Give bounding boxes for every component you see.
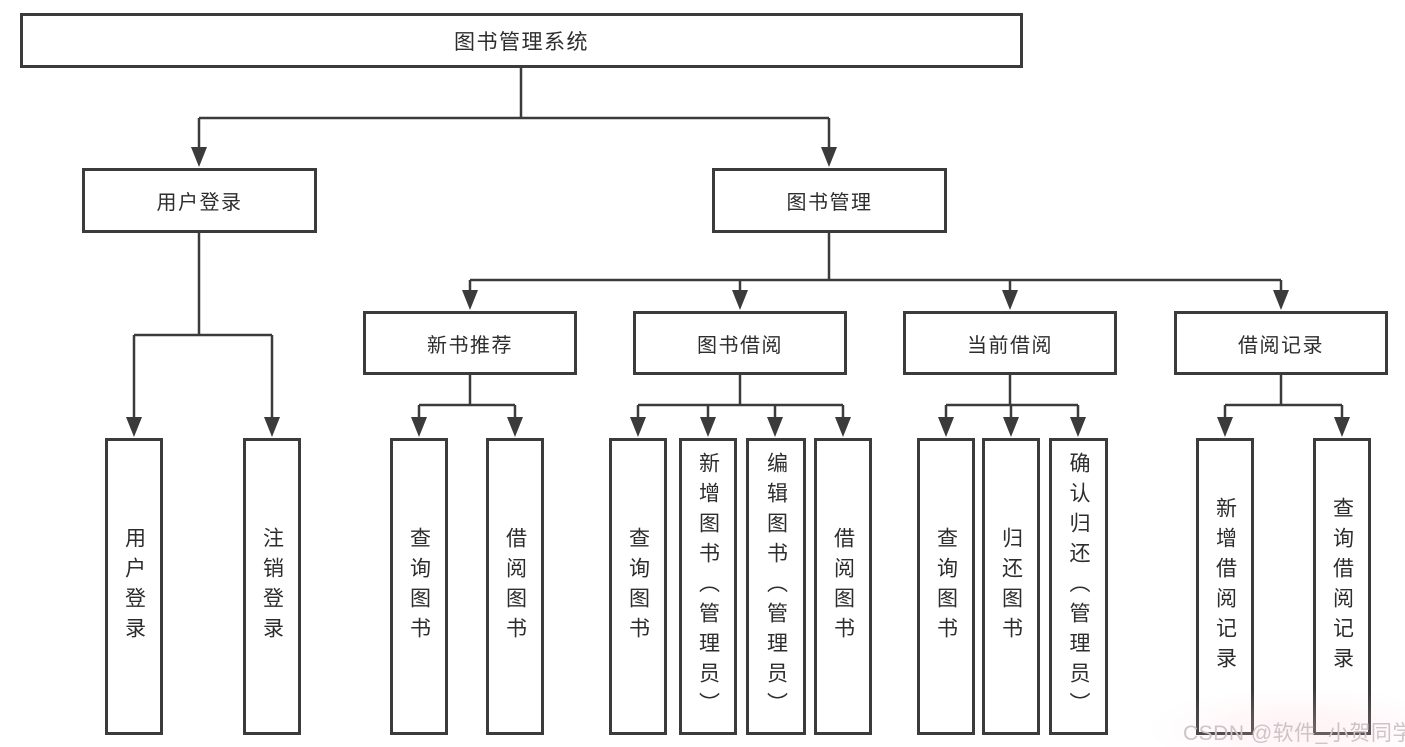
leaf-return-books: 归还图书 — [982, 438, 1040, 735]
leaf-add-borrow-record: 新增借阅记录 — [1196, 438, 1254, 735]
leaf-query-books-current: 查询图书 — [917, 438, 975, 735]
node-borrow-records: 借阅记录 — [1174, 311, 1388, 375]
node-new-book-recommend: 新书推荐 — [363, 311, 577, 375]
leaf-borrow-books: 借阅图书 — [814, 438, 872, 735]
leaf-query-borrow-record: 查询借阅记录 — [1313, 438, 1371, 735]
leaf-query-books-recommend: 查询图书 — [390, 438, 448, 735]
node-book-borrow: 图书借阅 — [633, 311, 847, 375]
leaf-borrow-books-recommend: 借阅图书 — [486, 438, 544, 735]
node-current-borrow: 当前借阅 — [903, 311, 1117, 375]
leaf-add-books-admin: 新增图书（管理员） — [679, 438, 737, 735]
leaf-query-books-borrow: 查询图书 — [609, 438, 667, 735]
leaf-logout: 注销登录 — [243, 438, 301, 735]
leaf-edit-books-admin: 编辑图书（管理员） — [746, 438, 806, 735]
node-library-management-system: 图书管理系统 — [20, 13, 1023, 68]
leaf-confirm-return-admin: 确认归还（管理员） — [1049, 438, 1108, 735]
node-book-management: 图书管理 — [712, 168, 947, 233]
watermark: CSDN @软件_小贺同学 — [1183, 722, 1405, 745]
leaf-user-login: 用户登录 — [105, 438, 163, 735]
node-user-login: 用户登录 — [82, 168, 317, 233]
